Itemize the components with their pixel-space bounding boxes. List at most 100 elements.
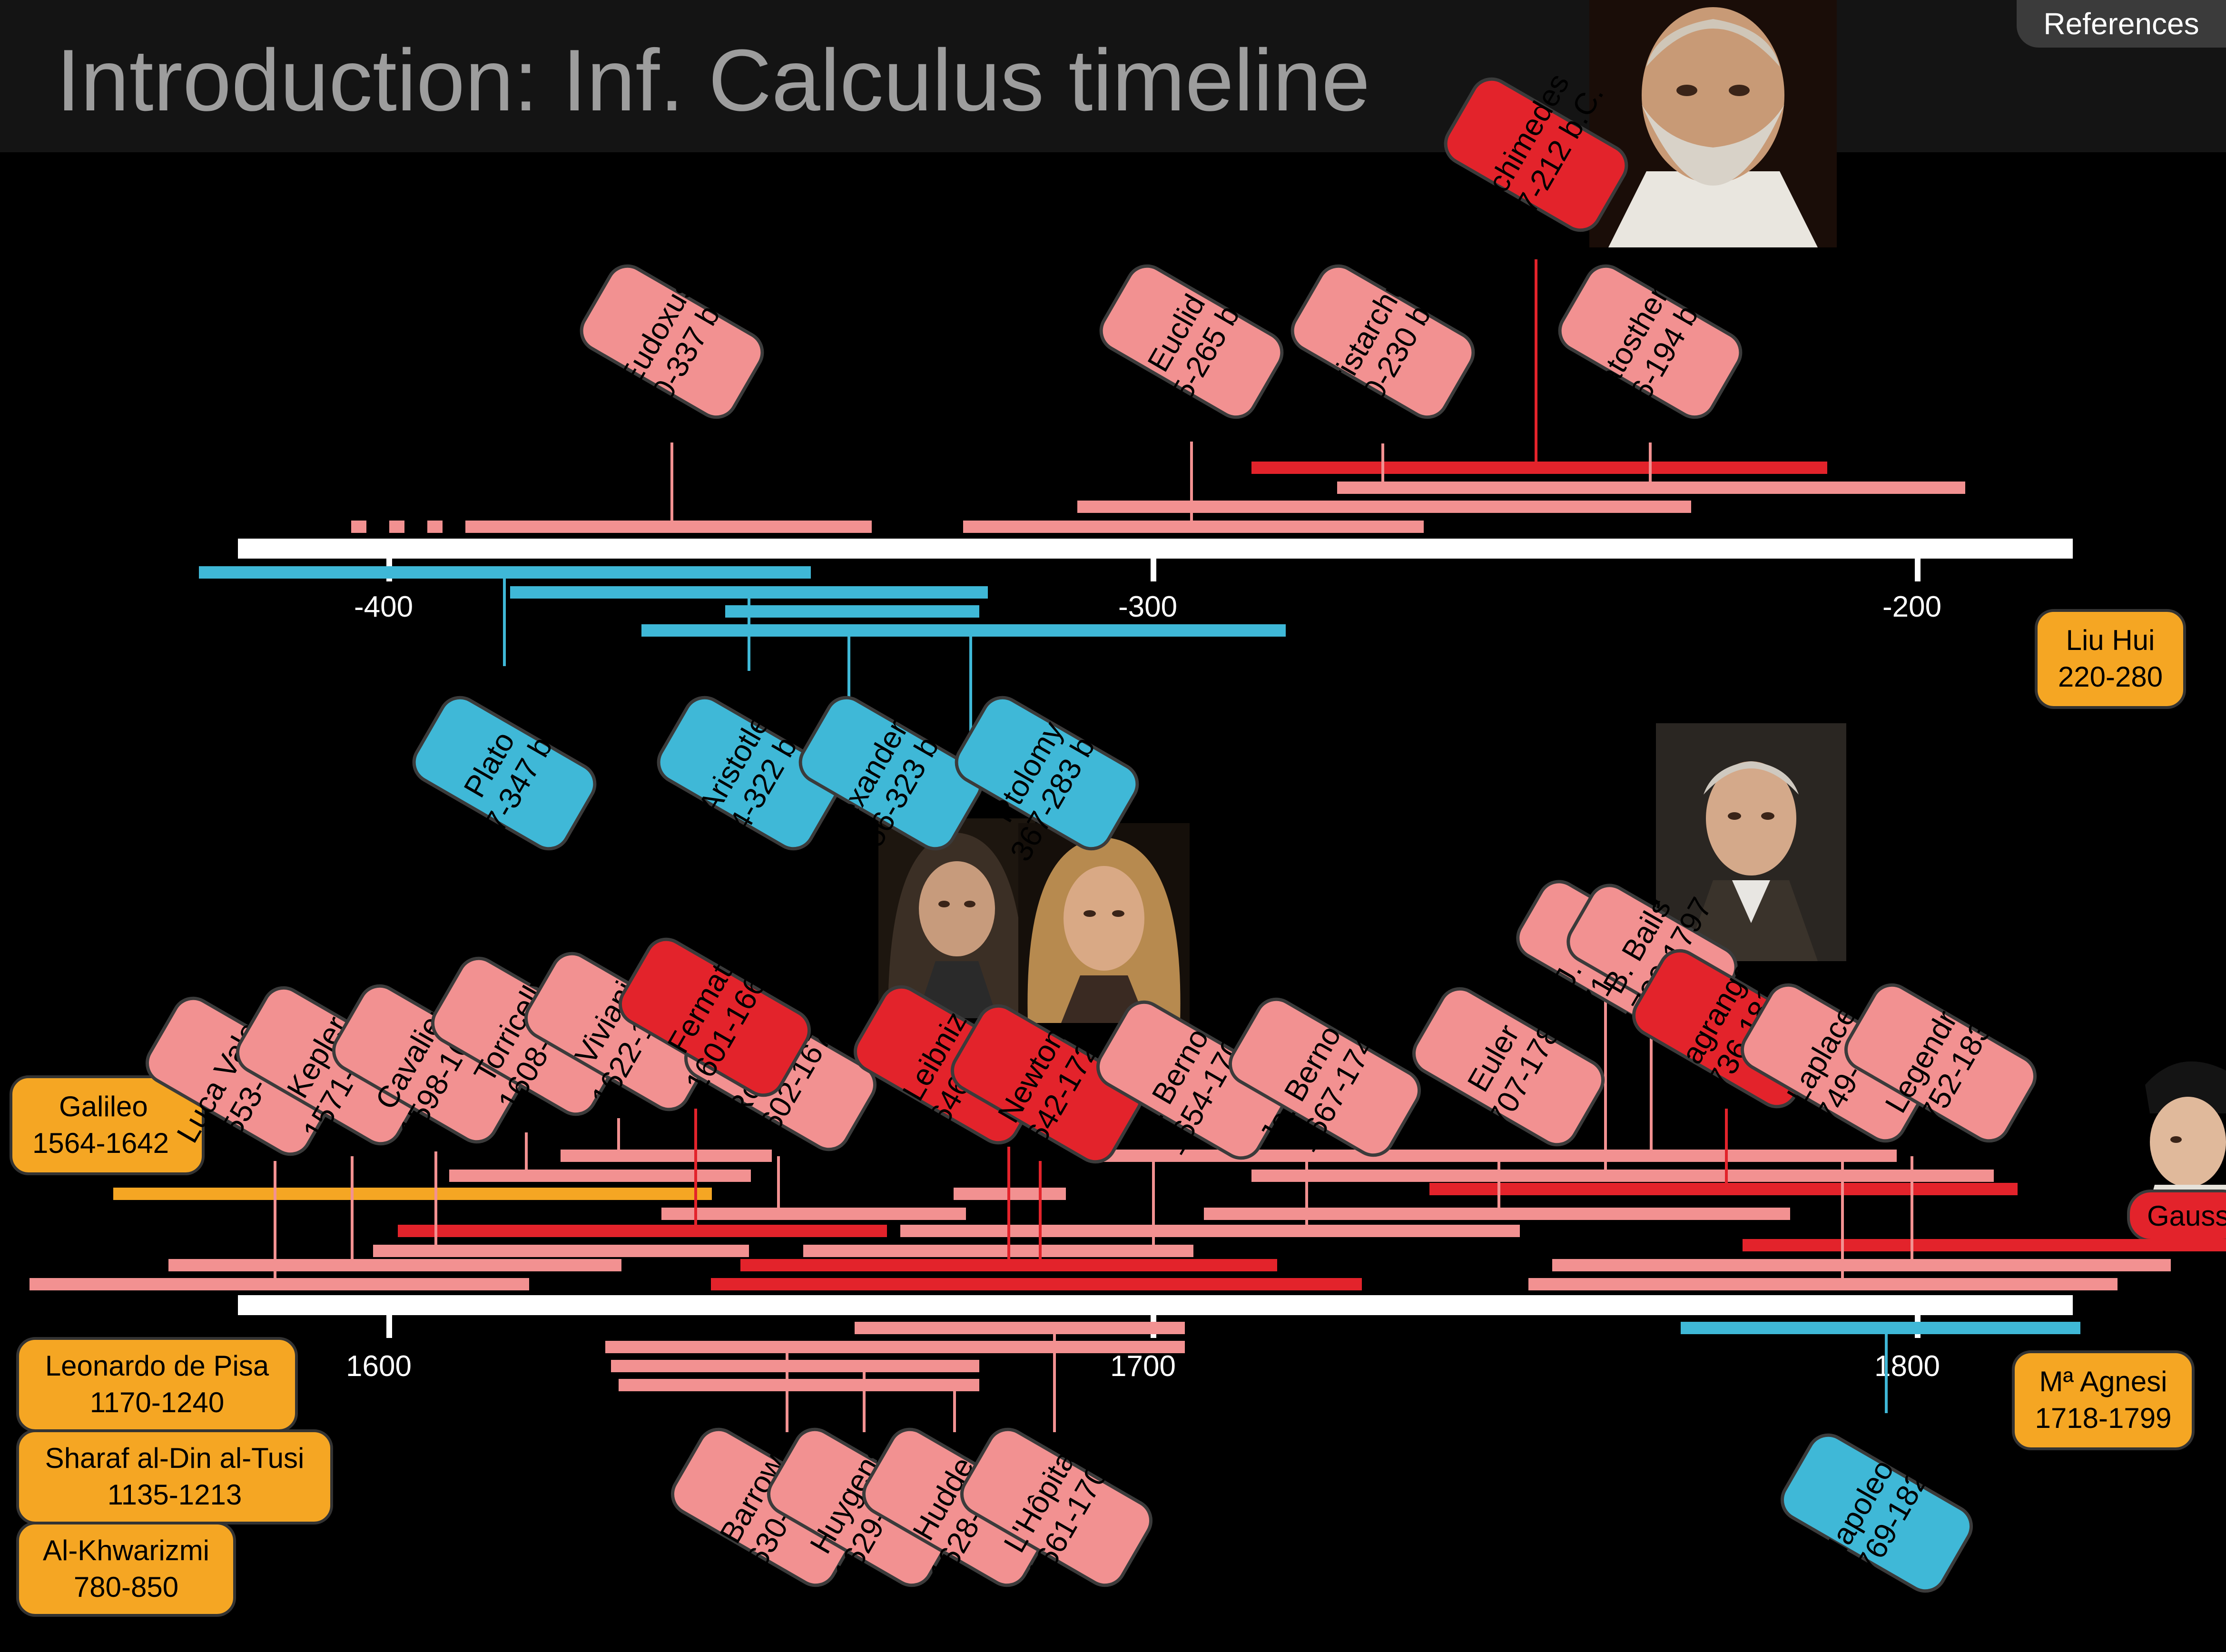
title-bar: Introduction: Inf. Calculus timeline	[0, 0, 2226, 152]
archimedes-portrait	[1589, 0, 1837, 247]
dashed-bar-segment	[427, 521, 443, 533]
side-box-maria-agnesi: Mª Agnesi 1718-1799	[2012, 1350, 2195, 1450]
modern-tick-label: 1800	[1874, 1350, 1940, 1383]
connector-line	[1885, 1328, 1888, 1413]
side-box-dates: 1135-1213	[107, 1479, 242, 1511]
side-box-name: Leonardo de Pisa	[45, 1350, 269, 1382]
ancient-tick-label: -400	[354, 590, 414, 623]
connector-line	[1039, 1161, 1042, 1259]
side-box-name: Galileo	[59, 1091, 148, 1123]
connector-line	[503, 572, 506, 666]
side-box-dates: 1718-1799	[2035, 1402, 2172, 1434]
lifespan-bar	[803, 1245, 1193, 1257]
lifespan-bar	[1337, 482, 1965, 494]
lifespan-bar	[963, 521, 1424, 533]
lifespan-bar	[561, 1150, 772, 1162]
connector-line	[617, 1118, 620, 1150]
lifespan-bar	[1385, 1150, 1897, 1162]
lagrange-portrait	[1656, 723, 1846, 961]
lifespan-bar	[30, 1278, 529, 1290]
lifespan-bar	[1552, 1259, 2171, 1271]
connector-line	[863, 1360, 866, 1432]
connector-line	[351, 1156, 354, 1259]
lifespan-bar	[113, 1188, 712, 1200]
side-box-leonardo-de-pisa: Leonardo de Pisa 1170-1240	[16, 1337, 298, 1432]
connector-line	[1649, 442, 1652, 482]
lifespan-bar	[449, 1170, 751, 1182]
connector-line	[1497, 1151, 1500, 1208]
modern-tick	[386, 1309, 392, 1338]
lifespan-bar	[605, 1341, 1185, 1353]
dashed-bar-segment	[351, 521, 366, 533]
ancient-tick	[1915, 553, 1921, 581]
connector-line	[953, 1379, 956, 1432]
connector-line	[525, 1132, 528, 1170]
lifespan-bar	[725, 605, 979, 618]
side-box-name: Liu Hui	[2066, 624, 2155, 657]
connector-line	[1381, 443, 1384, 482]
lifespan-bar	[1681, 1322, 2080, 1334]
connector-line	[786, 1341, 788, 1432]
lifespan-bar	[900, 1225, 1520, 1237]
connector-line	[1053, 1322, 1056, 1432]
connector-line	[434, 1151, 437, 1245]
lifespan-bar	[711, 1278, 1362, 1290]
gauss-label: Gauss	[2127, 1190, 2226, 1242]
side-box-dates: 780-850	[73, 1571, 179, 1603]
connector-line	[274, 1161, 276, 1278]
modern-tick-label: 1700	[1110, 1350, 1176, 1383]
side-box-al-khwarizmi: Al-Khwarizmi 780-850	[16, 1522, 236, 1617]
connector-line	[1190, 442, 1193, 521]
modern-tick-label: 1600	[346, 1350, 412, 1383]
side-box-dates: 1170-1240	[89, 1386, 225, 1418]
side-box-sharaf-al-din: Sharaf al-Din al-Tusi 1135-1213	[16, 1429, 333, 1524]
side-box-galileo: Galileo 1564-1642	[10, 1075, 205, 1175]
ancient-tick	[1151, 553, 1156, 581]
lifespan-bar	[611, 1360, 979, 1372]
lifespan-bar	[1251, 462, 1827, 474]
lifespan-bar	[619, 1379, 979, 1391]
page-title: Introduction: Inf. Calculus timeline	[56, 31, 1370, 129]
connector-line	[1841, 1151, 1844, 1278]
lifespan-bar	[1432, 1170, 1994, 1182]
connector-line	[748, 592, 750, 671]
lifespan-bar	[1429, 1183, 2018, 1195]
lifespan-bar	[661, 1208, 966, 1220]
side-box-name: Mª Agnesi	[2039, 1366, 2167, 1398]
lifespan-bar	[465, 521, 872, 533]
ancient-tick-label: -200	[1882, 590, 1942, 623]
lifespan-bar	[1528, 1278, 2118, 1290]
connector-line	[969, 630, 972, 804]
connector-line	[1911, 1156, 1913, 1259]
side-box-dates: 220-280	[2058, 661, 2163, 693]
lifespan-bar	[641, 624, 1286, 637]
newton-portrait	[1018, 823, 1190, 1023]
connector-line	[777, 1156, 780, 1208]
lifespan-bar	[373, 1245, 749, 1257]
lifespan-bar	[740, 1259, 1277, 1271]
lifespan-bar	[1204, 1208, 1790, 1220]
lifespan-bar	[168, 1259, 621, 1271]
ancient-tick-label: -300	[1118, 590, 1178, 623]
connector-line	[694, 1109, 697, 1225]
side-box-name: Al-Khwarizmi	[42, 1534, 210, 1567]
connector-line	[670, 442, 673, 521]
side-box-name: Sharaf al-Din al-Tusi	[45, 1442, 305, 1475]
connector-line	[1604, 999, 1607, 1170]
side-box-liu-hui: Liu Hui 220-280	[2035, 609, 2186, 709]
dashed-bar-segment	[389, 521, 404, 533]
connector-line	[1725, 1109, 1728, 1183]
lifespan-bar	[398, 1225, 887, 1237]
connector-line	[1152, 1161, 1155, 1245]
connector-line	[1535, 259, 1537, 462]
side-box-dates: 1564-1642	[32, 1127, 169, 1159]
references-button[interactable]: References	[2017, 0, 2226, 48]
lifespan-bar	[1077, 501, 1691, 513]
